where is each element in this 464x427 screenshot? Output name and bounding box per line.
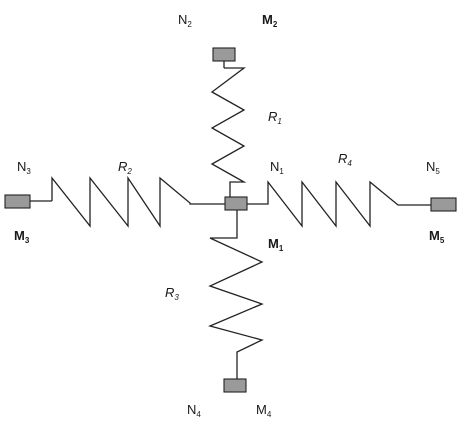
mass-block-m1 xyxy=(224,196,248,211)
spring-r3 xyxy=(208,210,264,379)
label-r2: R2 xyxy=(118,159,132,176)
label-m2: M2 xyxy=(262,12,278,29)
label-r4: R4 xyxy=(338,151,352,168)
label-r1: R1 xyxy=(268,109,282,126)
label-n3: N3 xyxy=(17,159,31,176)
mass-block-m2 xyxy=(212,47,236,62)
label-m1: M1 xyxy=(268,236,284,253)
mass-block-m3 xyxy=(4,194,31,209)
label-n4: N4 xyxy=(187,402,201,419)
label-m3: M3 xyxy=(14,228,30,245)
label-n2: N2 xyxy=(178,12,192,29)
label-r3: R3 xyxy=(165,285,179,302)
label-m4: M4 xyxy=(256,402,272,419)
label-n1: N1 xyxy=(270,159,284,176)
label-n5: N5 xyxy=(426,159,440,176)
label-m5: M5 xyxy=(429,228,445,245)
spring-r4 xyxy=(247,180,431,228)
spring-r2 xyxy=(30,175,225,229)
mass-block-m4 xyxy=(223,378,247,393)
spring-r1 xyxy=(210,61,247,197)
mass-block-m5 xyxy=(430,197,457,212)
